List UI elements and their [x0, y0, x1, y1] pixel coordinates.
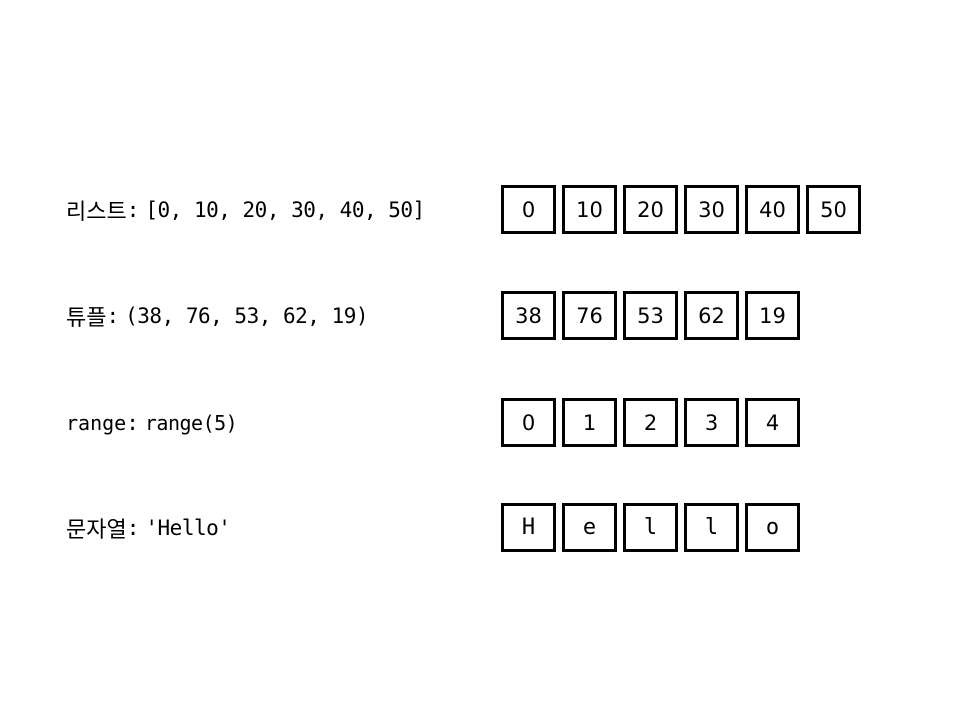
element-cell: 3 — [684, 398, 739, 447]
element-cell: 10 — [562, 185, 617, 234]
sequence-row-tuple: 튜플:(38, 76, 53, 62, 19) 38 76 53 62 19 — [0, 291, 960, 341]
row-label: 튜플:(38, 76, 53, 62, 19) — [66, 291, 369, 341]
sequence-literal: 'Hello' — [145, 516, 231, 540]
element-cell: H — [501, 503, 556, 552]
element-cell: 76 — [562, 291, 617, 340]
element-cell: 50 — [806, 185, 861, 234]
element-cell: l — [623, 503, 678, 552]
element-cell: 38 — [501, 291, 556, 340]
sequence-row-range: range:range(5) 0 1 2 3 4 — [0, 398, 960, 448]
element-cell: 2 — [623, 398, 678, 447]
sequence-row-list: 리스트:[0, 10, 20, 30, 40, 50] 0 10 20 30 4… — [0, 185, 960, 235]
element-cell: l — [684, 503, 739, 552]
element-cell: 53 — [623, 291, 678, 340]
element-cell: 4 — [745, 398, 800, 447]
element-cell: 20 — [623, 185, 678, 234]
label-separator: : — [106, 304, 120, 328]
sequence-literal: range(5) — [144, 411, 238, 435]
sequence-type-name: 튜플 — [66, 306, 107, 331]
label-separator: : — [126, 516, 140, 540]
label-separator: : — [126, 411, 139, 435]
element-cell: 30 — [684, 185, 739, 234]
sequence-row-string: 문자열:'Hello' H e l l o — [0, 503, 960, 553]
sequence-literal: (38, 76, 53, 62, 19) — [125, 304, 369, 328]
element-cell: o — [745, 503, 800, 552]
element-cells: H e l l o — [501, 503, 800, 553]
element-cells: 0 10 20 30 40 50 — [501, 185, 861, 235]
sequence-type-name: range — [66, 411, 127, 435]
element-cell: e — [562, 503, 617, 552]
element-cell: 19 — [745, 291, 800, 340]
element-cells: 38 76 53 62 19 — [501, 291, 800, 341]
row-label: range:range(5) — [66, 398, 238, 448]
element-cell: 0 — [501, 398, 556, 447]
label-separator: : — [126, 198, 140, 222]
element-cell: 1 — [562, 398, 617, 447]
sequence-type-name: 문자열 — [66, 518, 127, 543]
sequence-literal: [0, 10, 20, 30, 40, 50] — [145, 198, 425, 222]
element-cell: 0 — [501, 185, 556, 234]
sequence-type-name: 리스트 — [66, 200, 127, 225]
element-cell: 62 — [684, 291, 739, 340]
element-cell: 40 — [745, 185, 800, 234]
element-cells: 0 1 2 3 4 — [501, 398, 800, 448]
row-label: 문자열:'Hello' — [66, 503, 231, 553]
row-label: 리스트:[0, 10, 20, 30, 40, 50] — [66, 185, 425, 235]
